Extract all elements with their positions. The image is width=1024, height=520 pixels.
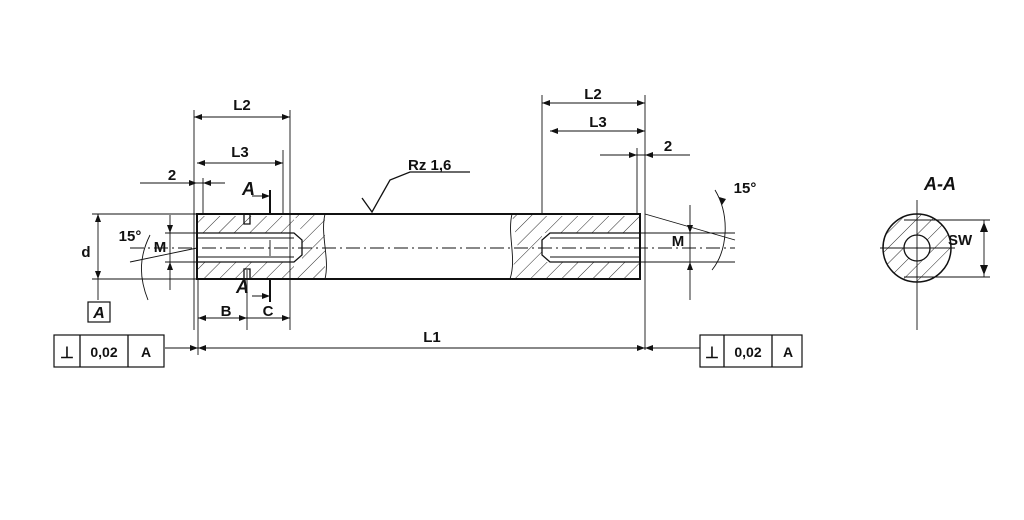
hatch-left-bottom: [197, 262, 294, 279]
dim-d: d: [81, 244, 90, 261]
left-bore: [197, 232, 303, 263]
dim-l3-right: L3: [589, 114, 607, 131]
tolerance-datum-right: A: [783, 344, 793, 360]
tolerance-value-left: 0,02: [90, 344, 117, 360]
tolerance-datum-left: A: [141, 344, 151, 360]
dim-m-right: M: [672, 233, 685, 250]
dim-l3-left: L3: [231, 144, 249, 161]
tolerance-frame-left: ⊥ 0,02 A: [53, 334, 165, 368]
hatch-right-start: [510, 214, 542, 279]
angle-right: 15°: [734, 180, 757, 197]
section-view: SW A-A: [880, 174, 990, 330]
dim-2-left: 2: [168, 167, 176, 184]
perpendicularity-icon: ⊥: [705, 345, 719, 362]
datum-box: A: [87, 301, 111, 323]
right-bore: [541, 232, 640, 263]
dim-m-left: M: [154, 239, 167, 256]
dimension-labels: L2 L3 2 L2 L3 2 L1 d M M B C 15° 15° Rz …: [81, 86, 756, 346]
perpendicularity-icon: ⊥: [60, 345, 74, 362]
section-title: A-A: [923, 174, 956, 194]
dim-l1: L1: [423, 329, 441, 346]
sw-label: SW: [948, 232, 973, 249]
dim-l2-left: L2: [233, 97, 251, 114]
roughness-symbol: [361, 171, 470, 214]
section-cut-bottom: A: [235, 277, 249, 297]
section-cut-top: A: [241, 179, 255, 199]
tolerance-frame-right: ⊥ 0,02 A: [699, 334, 803, 368]
hatch-right-top: [542, 216, 640, 233]
dim-2-right: 2: [664, 138, 672, 155]
dim-c: C: [263, 303, 274, 320]
hatch-left-end: [294, 214, 325, 279]
dim-l2-right: L2: [584, 86, 602, 103]
hatch-right-bottom: [542, 262, 640, 279]
angle-left: 15°: [119, 228, 142, 245]
shaft-view: [130, 213, 735, 280]
tolerance-value-right: 0,02: [734, 344, 761, 360]
dimension-lines: [92, 95, 736, 355]
dim-b: B: [221, 303, 232, 320]
datum-label: A: [92, 305, 105, 322]
roughness-label: Rz 1,6: [408, 157, 451, 174]
